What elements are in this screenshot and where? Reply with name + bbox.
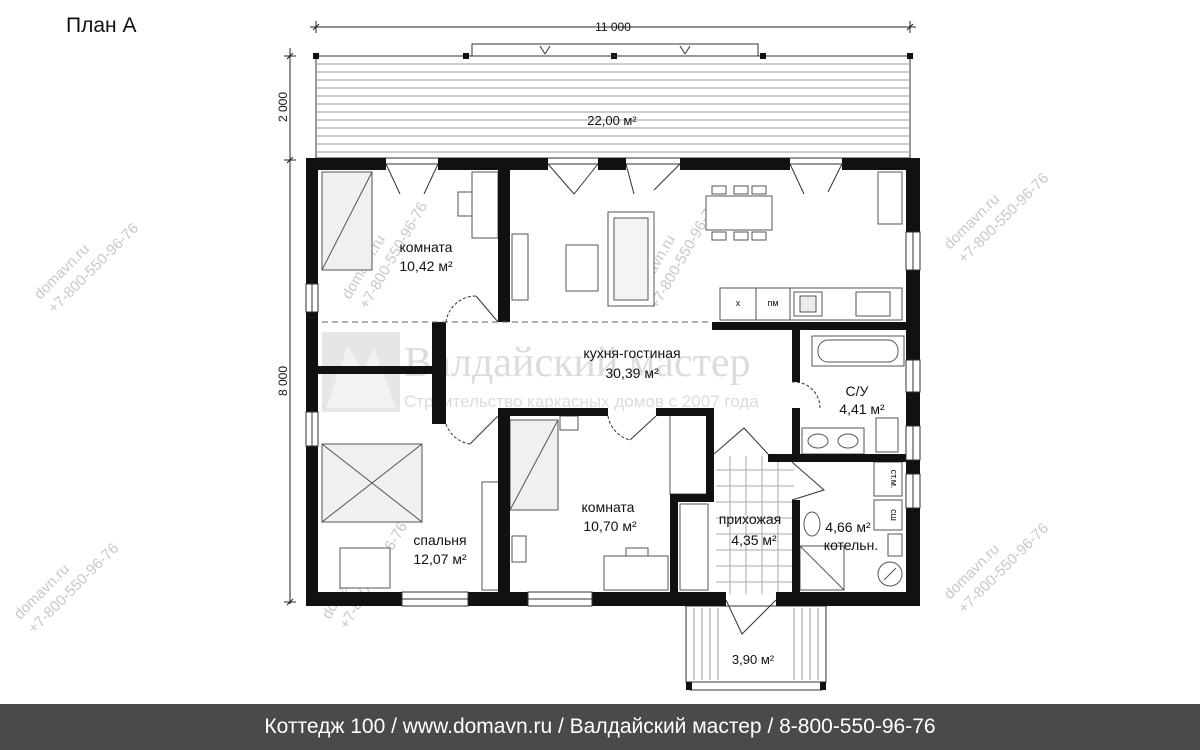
floor-plan: domavn.ru +7-800-550-96-76 domavn.ru +7-… [11, 20, 1052, 691]
dishwasher-label: пм [767, 298, 778, 308]
dimension-terrace-depth: 2 000 [276, 92, 290, 122]
watermark-slogan: Строительство каркасных домов с 2007 год… [404, 392, 759, 411]
dimension-house-depth: 8 000 [276, 366, 290, 396]
room-bottom-name: комната [582, 499, 635, 515]
kitchen-living-area: 30,39 м² [605, 365, 659, 381]
dimension-lines [284, 21, 916, 606]
kitchen-living-name: кухня-гостиная [583, 345, 680, 361]
porch-area: 3,90 м² [732, 652, 775, 667]
bathroom-name: С/У [846, 383, 869, 399]
boiler-area: 4,66 м² [825, 519, 871, 535]
bathroom-area: 4,41 м² [839, 401, 885, 417]
washer-label: ст.м. [889, 470, 899, 489]
watermark-brand: Валдайский мастер [404, 340, 751, 386]
hallway-tiles [716, 456, 794, 594]
room-top-area: 10,42 м² [399, 258, 453, 274]
terrace-area: 22,00 м² [587, 113, 637, 128]
room-bottom-area: 10,70 м² [583, 518, 637, 534]
bedroom-name: спальня [413, 532, 466, 548]
walls [306, 158, 920, 606]
dryer-label: сш [889, 509, 899, 521]
furniture [321, 171, 905, 591]
room-top-name: комната [400, 239, 453, 255]
footer-bar: Коттедж 100 / www.domavn.ru / Валдайский… [0, 704, 1200, 750]
porch: 3,90 м² [685, 605, 827, 691]
bedroom-area: 12,07 м² [413, 551, 467, 567]
hallway-name: прихожая [719, 511, 781, 527]
boiler-name: котельн. [824, 537, 878, 553]
hallway-area: 4,35 м² [731, 532, 777, 548]
plan-title: План А [66, 14, 137, 37]
doors [385, 163, 843, 635]
terrace: 22,00 м² [313, 43, 913, 159]
fridge-label: х [736, 298, 741, 308]
dimension-total-width: 11 000 [595, 20, 631, 34]
windows [305, 231, 921, 607]
